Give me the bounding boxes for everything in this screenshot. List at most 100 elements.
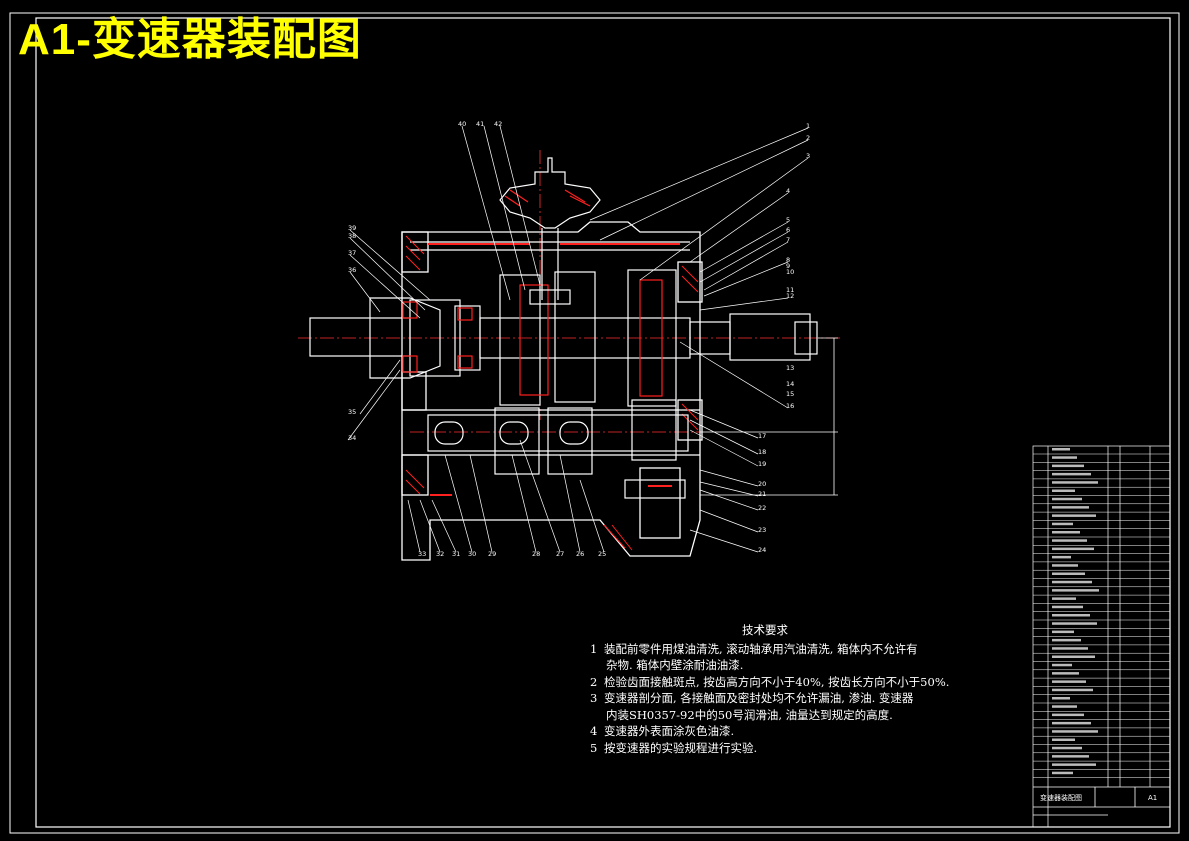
parts-list-cell-text [1052, 531, 1080, 534]
shift-lever [499, 157, 601, 305]
gearbox-housing [401, 221, 703, 561]
balloon-number: 23 [758, 526, 766, 534]
parts-list-cell-text [1052, 514, 1096, 517]
balloon-number: 9 [786, 262, 790, 270]
balloon-number: 3 [806, 152, 810, 160]
balloon-number: 35 [348, 408, 356, 416]
balloon-number: 17 [758, 432, 766, 440]
leader-lines [347, 125, 809, 553]
parts-list-cell-text [1052, 614, 1090, 617]
tech-item-2: 2 检验齿面接触斑点, 按齿高方向不小于40%, 按齿长方向不小于50%. [590, 674, 1010, 691]
parts-list-cell-text [1052, 497, 1082, 501]
balloon-number: 22 [758, 504, 766, 512]
outer-border [9, 12, 1180, 834]
balloon-number: 24 [758, 546, 766, 554]
parts-list-cell-text [1052, 763, 1096, 766]
section-hatching [405, 235, 699, 551]
parts-list-cell-text [1052, 456, 1077, 459]
tech-item-number: 4 [590, 724, 598, 738]
parts-list-cell-text [1052, 746, 1082, 750]
parts-list-cell-text [1052, 572, 1085, 575]
tech-item-number: 2 [590, 674, 598, 689]
parts-list-cell-text [1052, 489, 1075, 492]
balloon-number: 15 [786, 390, 794, 398]
balloon-number: 40 [458, 120, 466, 128]
dimension-lines [700, 337, 838, 496]
parts-list-cell-text [1052, 755, 1089, 758]
parts-list-cell-text [1052, 738, 1075, 741]
parts-list-cell-text [1052, 580, 1092, 584]
balloon-number: 12 [786, 292, 794, 300]
inner-frame [35, 17, 1171, 828]
parts-list-cell-text [1052, 647, 1088, 650]
balloon-number: 42 [494, 120, 502, 128]
title-block [1033, 786, 1170, 816]
balloon-number: 26 [576, 550, 584, 558]
tech-item-number: 1 [590, 641, 598, 656]
parts-list-cell-text [1052, 522, 1073, 526]
parts-list-cell-text [1052, 622, 1097, 625]
balloon-number: 25 [598, 550, 606, 558]
title-block-sheet-size: A1 [1148, 794, 1157, 802]
balloon-number: 33 [418, 550, 426, 558]
balloon-number: 8 [786, 256, 790, 264]
parts-list-cell-text [1052, 481, 1098, 484]
parts-list-cell-text [1052, 705, 1077, 708]
balloon-number: 19 [758, 460, 766, 468]
balloon-number: 10 [786, 268, 794, 276]
parts-list-cell-text [1052, 663, 1072, 667]
countershaft [427, 399, 689, 499]
tech-item-number: 3 [590, 691, 598, 705]
parts-list-cell-text [1052, 697, 1070, 700]
balloon-number: 28 [532, 550, 540, 558]
parts-list-cell-text [1052, 539, 1087, 542]
parts-list-cell-text [1052, 472, 1091, 476]
parts-list-cell-text [1052, 506, 1089, 509]
balloon-number: 32 [436, 550, 444, 558]
balloon-number: 38 [348, 232, 356, 240]
tech-item-text: 装配前零件用煤油清洗, 滚动轴承用汽油清洗, 箱体内不允许有 [604, 641, 918, 656]
tech-item-text: 检验齿面接触斑点, 按齿高方向不小于40%, 按齿长方向不小于50%. [604, 674, 950, 689]
balloons-top: 40 41 42 [458, 120, 502, 128]
balloon-number: 36 [348, 266, 356, 274]
tech-item-number: 5 [590, 740, 598, 755]
balloon-number: 11 [786, 286, 794, 294]
tech-item-text: 内装SH0357-92中的50号润滑油, 油量达到规定的高度. [606, 707, 893, 722]
balloon-number: 14 [786, 380, 794, 388]
parts-list-cell-text [1052, 589, 1099, 592]
balloon-number: 31 [452, 550, 460, 558]
parts-list-cell-text [1052, 605, 1083, 609]
balloon-number: 18 [758, 448, 766, 456]
title-block-drawing-name: 变速器装配图 [1040, 793, 1082, 802]
balloon-number: 39 [348, 224, 356, 232]
balloon-number: 30 [468, 550, 476, 558]
parts-list-rows [1033, 448, 1170, 778]
drawing-title: A1-变速器装配图 [18, 15, 362, 64]
balloon-number: 29 [488, 550, 496, 558]
balloon-number: 27 [556, 550, 564, 558]
parts-list-cell-text [1052, 638, 1081, 642]
balloon-number: 5 [786, 216, 790, 224]
balloon-number: 37 [348, 249, 356, 257]
parts-list-cell-text [1052, 655, 1095, 658]
balloon-number: 41 [476, 120, 484, 128]
balloon-number: 21 [758, 490, 766, 498]
parts-list-cell-text [1052, 630, 1074, 634]
balloon-number: 16 [786, 402, 794, 410]
parts-list-cell-text [1052, 721, 1091, 725]
balloon-number: 1 [806, 122, 810, 130]
parts-list-cell-text [1052, 448, 1070, 451]
balloon-number: 20 [758, 480, 766, 488]
parts-list-cell-text [1052, 547, 1094, 551]
balloon-number: 13 [786, 364, 794, 372]
parts-list-cell-text [1052, 672, 1079, 675]
tech-item-1-cont: 杂物. 箱体内壁涂耐油油漆. [590, 657, 1010, 674]
parts-list-cell-text [1052, 597, 1076, 600]
tech-item-text: 杂物. 箱体内壁涂耐油油漆. [606, 658, 744, 672]
balloon-number: 4 [786, 187, 790, 195]
